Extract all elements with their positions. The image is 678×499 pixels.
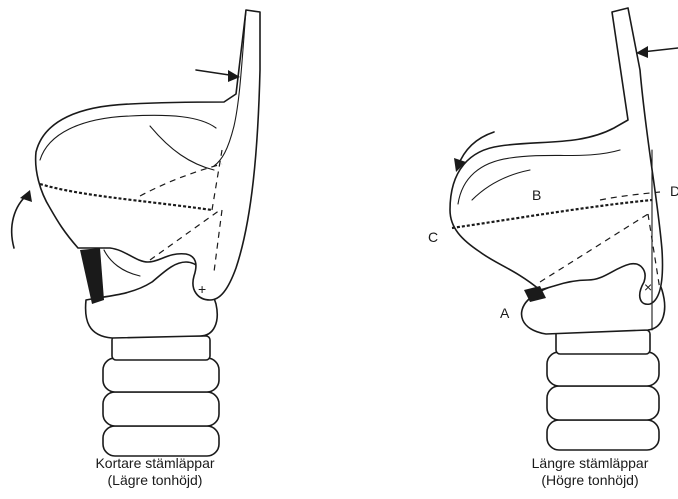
right-larynx-figure: × A B C D bbox=[428, 8, 678, 450]
left-thyroid-cartilage bbox=[36, 10, 260, 300]
right-thyroid-cartilage bbox=[450, 8, 663, 304]
left-pivot-mark: + bbox=[198, 281, 206, 297]
point-label-d: D bbox=[670, 183, 678, 199]
point-label-b: B bbox=[532, 187, 541, 203]
right-caption-line1: Längre stämläppar bbox=[510, 455, 670, 472]
left-larynx-figure: + bbox=[12, 10, 260, 456]
left-rotation-arrow bbox=[12, 194, 28, 248]
left-caption-line2: (Lägre tonhöjd) bbox=[70, 472, 240, 489]
right-caption-line2: (Högre tonhöjd) bbox=[510, 472, 670, 489]
left-trachea bbox=[103, 336, 219, 456]
left-caption: Kortare stämläppar (Lägre tonhöjd) bbox=[70, 455, 240, 489]
left-caption-line1: Kortare stämläppar bbox=[70, 455, 240, 472]
right-pivot-mark: × bbox=[644, 279, 652, 295]
right-trachea bbox=[547, 330, 659, 450]
point-label-a: A bbox=[500, 305, 510, 321]
left-cricothyroid-muscle bbox=[80, 248, 104, 304]
point-label-c: C bbox=[428, 229, 438, 245]
right-caption: Längre stämläppar (Högre tonhöjd) bbox=[510, 455, 670, 489]
